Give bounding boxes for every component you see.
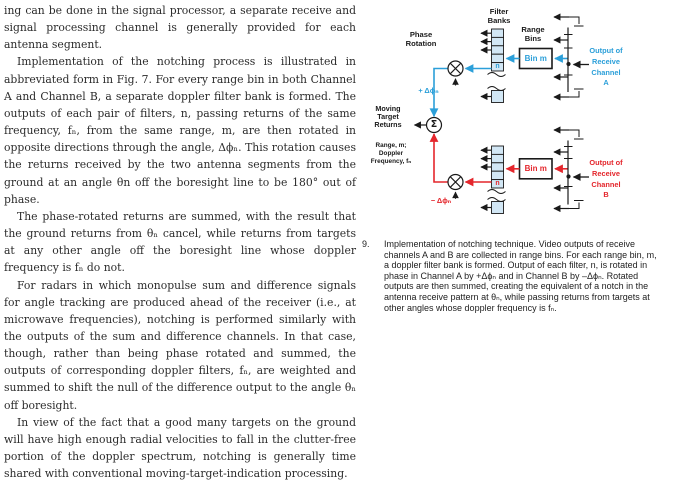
- channel-b-input: [566, 173, 589, 181]
- channel-a-input: [566, 60, 589, 69]
- filter-n-label-b: n: [495, 179, 500, 187]
- range-bin-line-a: [553, 13, 584, 101]
- filter-banks-label: Filter Banks: [487, 7, 511, 25]
- bin-m-label-a: Bin m: [524, 53, 547, 63]
- paragraph: For radars in which monopulse sum and di…: [4, 278, 356, 412]
- range-doppler-label: Range, m; Doppler Frequency, fₙ: [370, 142, 412, 165]
- multiplier-icon: [447, 60, 464, 86]
- filter-bank-b: [491, 145, 504, 214]
- bin-m-label-b: Bin m: [524, 163, 547, 173]
- plus-delta-phi-label: + Δϕₙ: [418, 86, 439, 95]
- output-channel-a-label: Output of Receive Channel A: [589, 46, 623, 88]
- moving-target-returns-label: Moving Target Returns: [374, 104, 402, 129]
- channel-b-signal-path: [429, 133, 568, 187]
- paragraph: The phase-rotated returns are summed, wi…: [4, 209, 356, 275]
- filter-bank-a-breaks: [487, 72, 506, 91]
- paragraph: Implementation of the notching process i…: [4, 55, 356, 206]
- notching-diagram: [413, 13, 589, 214]
- channel-a-signal-path: [429, 54, 568, 118]
- output-channel-b-label: Output of Receive Channel B: [589, 158, 623, 200]
- figure-9: Filter Banks Range Bins Phase Rotation M…: [360, 0, 678, 500]
- paragraph: In view of the fact that a good many tar…: [4, 415, 356, 481]
- filter-bank-b-breaks: [487, 189, 506, 202]
- range-bin-line-b: [553, 126, 584, 213]
- figure-caption: 9. Implementation of notching technique.…: [362, 239, 662, 313]
- figure-caption-text: Implementation of notching technique. Vi…: [384, 239, 657, 313]
- filter-bank-b-output-arrows: [480, 146, 491, 212]
- paragraph: ing can be done in the signal processor,…: [4, 4, 356, 52]
- filter-n-label-a: n: [495, 62, 500, 70]
- phase-rotation-label: Phase Rotation: [405, 30, 437, 48]
- sigma-summation-icon: [413, 116, 443, 134]
- filter-bank-a-output-arrows: [480, 29, 491, 101]
- minus-delta-phi-label: − Δϕₙ: [430, 196, 452, 205]
- figure-number: 9.: [362, 239, 370, 249]
- sigma-label: Σ: [430, 119, 438, 130]
- range-bins-label: Range Bins: [521, 25, 545, 43]
- article-text-column: ing can be done in the signal processor,…: [4, 2, 356, 482]
- multiplier-icon: [447, 173, 464, 199]
- filter-bank-a: [491, 28, 504, 103]
